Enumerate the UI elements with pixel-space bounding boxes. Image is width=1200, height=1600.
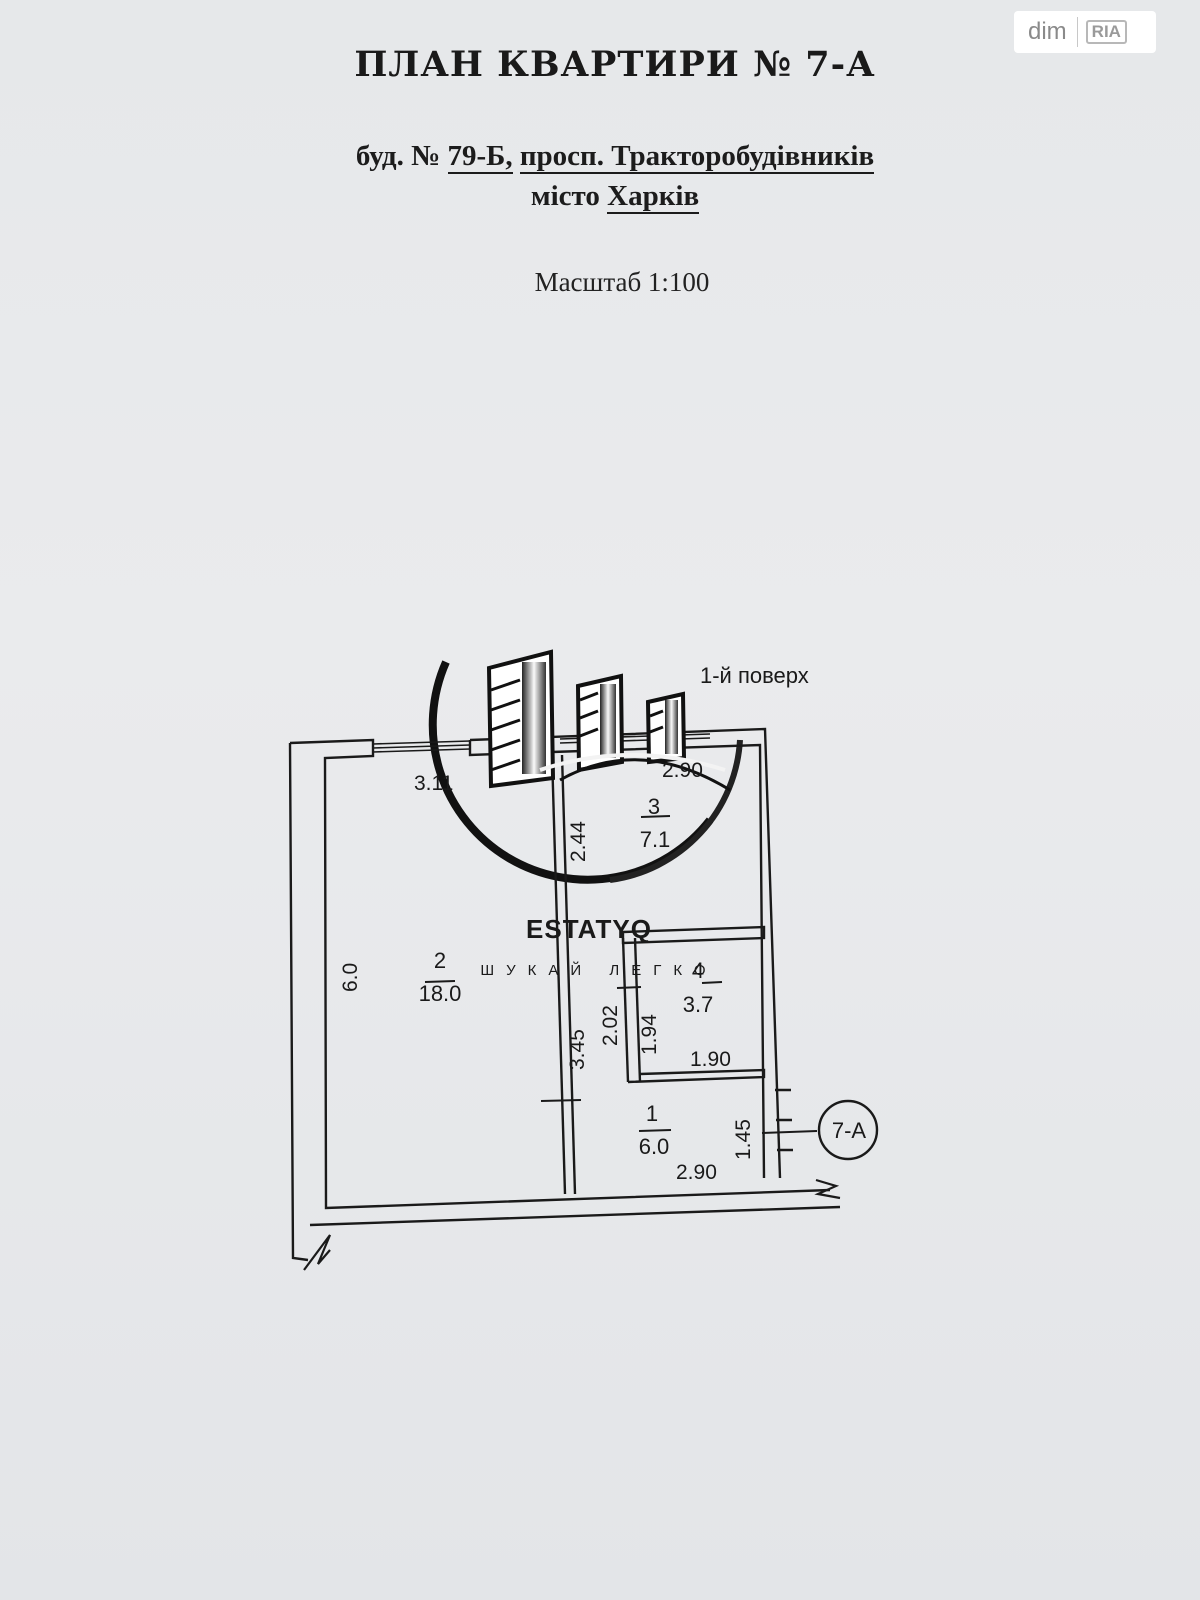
watermark-buildings-icon xyxy=(486,649,731,792)
dim-hall-length: 3.45 xyxy=(566,1029,589,1070)
room-2-area: 18.0 xyxy=(419,981,462,1006)
apartment-tag: 7-А xyxy=(832,1118,867,1143)
scale-label: Масштаб 1:100 xyxy=(534,267,710,297)
city-name: Харків xyxy=(607,180,700,214)
watermark-arc-right xyxy=(609,739,743,883)
room-1-number: 1 xyxy=(646,1101,658,1126)
building-number: 79-Б, xyxy=(447,140,513,174)
room-2-number: 2 xyxy=(434,948,446,973)
dim-room1-depth: 1.45 xyxy=(732,1119,755,1160)
address-prefix: буд. № xyxy=(355,140,441,172)
dim-room1-width: 2.90 xyxy=(676,1161,717,1184)
room-3-number: 3 xyxy=(648,794,660,819)
dim-room3-width: 2.90 xyxy=(662,759,703,782)
dim-room2-width: 3.11 xyxy=(414,772,453,795)
apartment-tag-circle xyxy=(817,1099,879,1161)
watermark-brand: ESTATYQ xyxy=(526,914,652,944)
city-prefix: місто xyxy=(530,180,600,212)
break-mark-left xyxy=(303,1234,332,1271)
street-name: просп. Тракторобудівників xyxy=(519,140,875,174)
dimension-ticks xyxy=(424,815,818,1134)
address-line: буд. № 79-Б, просп. Тракторобудівників xyxy=(0,140,1200,174)
page-title: ПЛАН КВАРТИРИ № 7-А xyxy=(354,44,876,85)
badge-dim-text: dim xyxy=(1028,18,1067,45)
walls xyxy=(288,727,841,1262)
dim-room2-height: 6.0 xyxy=(339,963,362,992)
ria-logo-icon: RIA xyxy=(1085,20,1127,44)
watermark-slogan: ШУКАЙ ЛЕГКО xyxy=(480,961,717,979)
dim-room4-height-inner: 1.94 xyxy=(638,1014,661,1055)
city-line: місто Харків xyxy=(0,180,1200,214)
room-1-area: 6.0 xyxy=(639,1134,670,1159)
dim-ria-badge[interactable]: dim RIA xyxy=(1014,11,1156,53)
dim-room3-depth: 2.44 xyxy=(567,821,590,862)
room-4-number: 4 xyxy=(692,958,704,983)
dim-room4-height-outer: 2.02 xyxy=(599,1005,622,1046)
room-4-area: 3.7 xyxy=(683,992,714,1017)
badge-divider xyxy=(1076,17,1078,47)
break-mark-right xyxy=(814,1178,841,1200)
room-3-area: 7.1 xyxy=(640,827,671,852)
floor-label: 1-й поверх xyxy=(700,663,809,688)
dim-room4-width: 1.90 xyxy=(690,1048,731,1071)
